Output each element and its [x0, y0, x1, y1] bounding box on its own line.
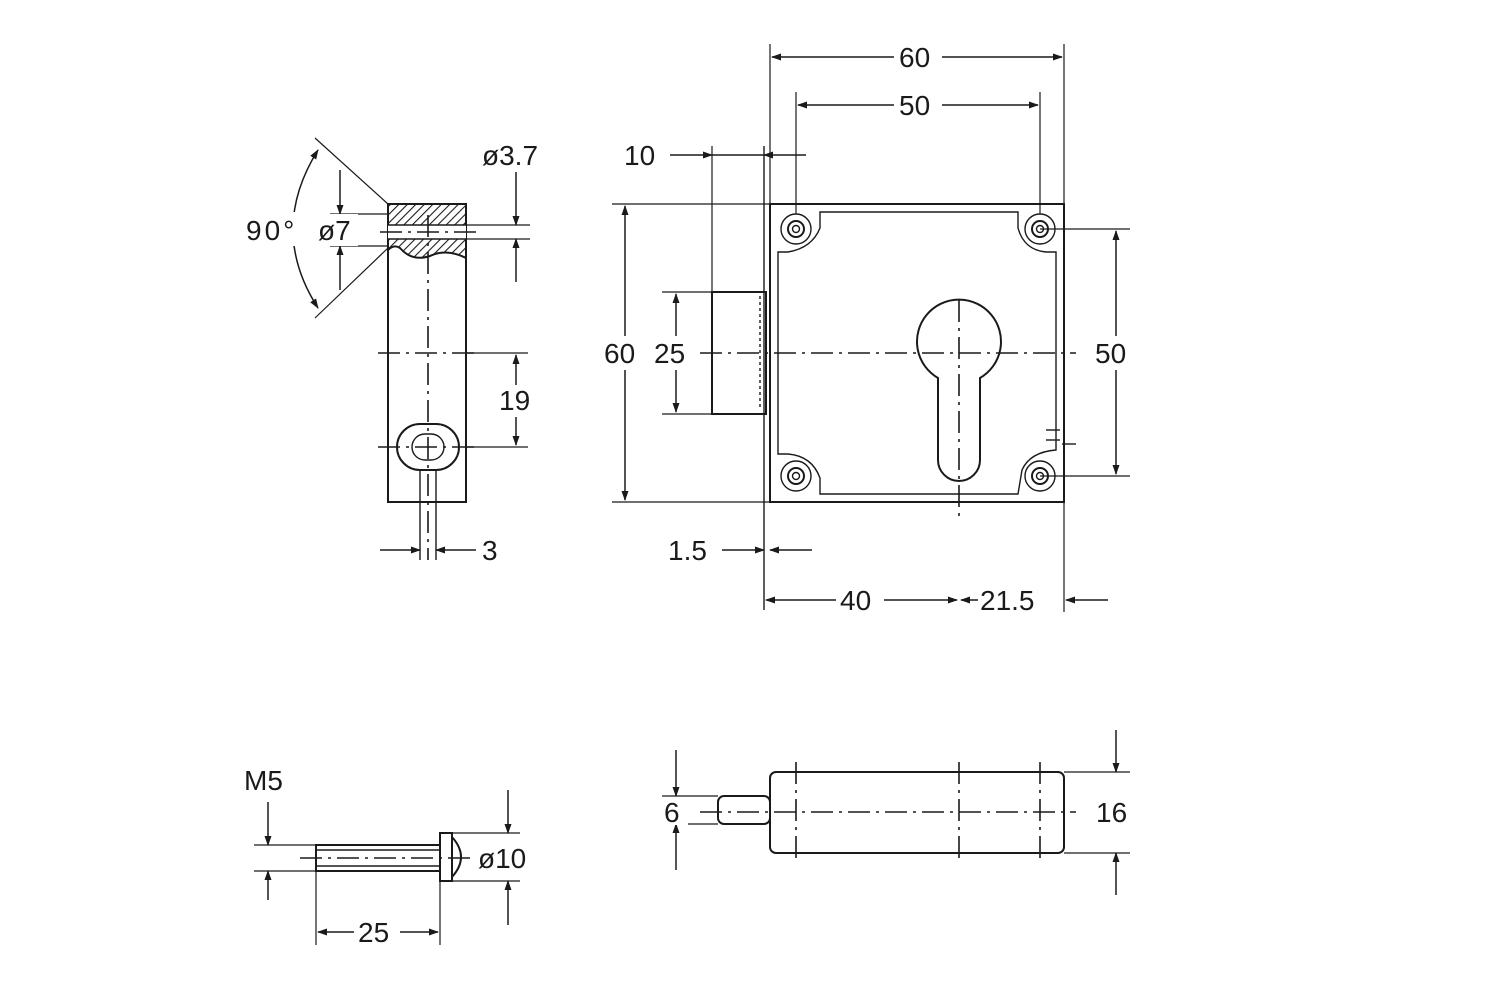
screw-view: M5 ø10 25 — [244, 765, 538, 950]
screw-head-dome — [451, 836, 462, 878]
dim-1-5-label: 1.5 — [668, 535, 707, 566]
screw-hole-top-left — [780, 213, 812, 245]
bottom-view: 6 16 — [662, 730, 1140, 895]
dim-25-label: 25 — [654, 338, 685, 369]
dim-21-5-label: 21.5 — [980, 585, 1035, 616]
dim-40-label-bg — [836, 584, 884, 618]
side-view: 90° ø7 ø3.7 19 3 — [244, 137, 538, 566]
dim-19-label: 19 — [499, 385, 530, 416]
dim-50v-label: 50 — [1095, 338, 1126, 369]
dim-6-label: 6 — [664, 797, 680, 828]
angle-ext-upper — [314, 137, 389, 205]
bottom-bolt-stub — [717, 795, 771, 825]
dim-16-label-bg — [1094, 796, 1140, 830]
dim-dia10-label-bg — [478, 842, 538, 874]
dim-60v-label: 60 — [604, 338, 635, 369]
side-slot-oval — [396, 423, 460, 471]
dim-40-label: 40 — [840, 585, 871, 616]
angle-label-bg — [244, 212, 302, 246]
dim-dia10-label: ø10 — [478, 843, 526, 874]
dim-25-label-bg — [652, 336, 696, 370]
dim-19-label-bg — [496, 385, 536, 417]
dim-50h-label: 50 — [899, 90, 930, 121]
cylinder-keyhole — [916, 298, 1002, 482]
dim-m5-label: M5 — [244, 765, 283, 796]
dim-60v-label-bg — [602, 336, 646, 370]
dim-10-label: 10 — [624, 140, 655, 171]
dim-16-label: 16 — [1096, 797, 1127, 828]
dim-50v-label-bg — [1092, 336, 1140, 370]
dim-dia3-7-label: ø3.7 — [482, 140, 538, 171]
dim-25s-label: 25 — [358, 917, 389, 948]
dim-21-5-label-bg — [978, 584, 1046, 618]
front-view: 60 50 10 60 25 50 1.5 — [602, 40, 1140, 618]
angle-ext-lower — [314, 247, 389, 319]
dim-6-label-bg — [662, 797, 688, 825]
dim-25s-label-bg — [354, 916, 400, 950]
side-slot-inner — [411, 433, 445, 461]
lock-case-inner-frame — [777, 211, 1057, 495]
angle-label: 90° — [246, 215, 297, 246]
dim-60w-label-bg — [894, 40, 942, 74]
dia7-label-bg — [318, 214, 358, 246]
screw-hole-bottom-left — [780, 460, 812, 492]
dim-dia7-label: ø7 — [318, 215, 351, 246]
screw-head — [439, 832, 453, 882]
dim-60w-label: 60 — [899, 42, 930, 73]
dim-3-label: 3 — [482, 535, 498, 566]
dim-50h-label-bg — [894, 88, 942, 122]
